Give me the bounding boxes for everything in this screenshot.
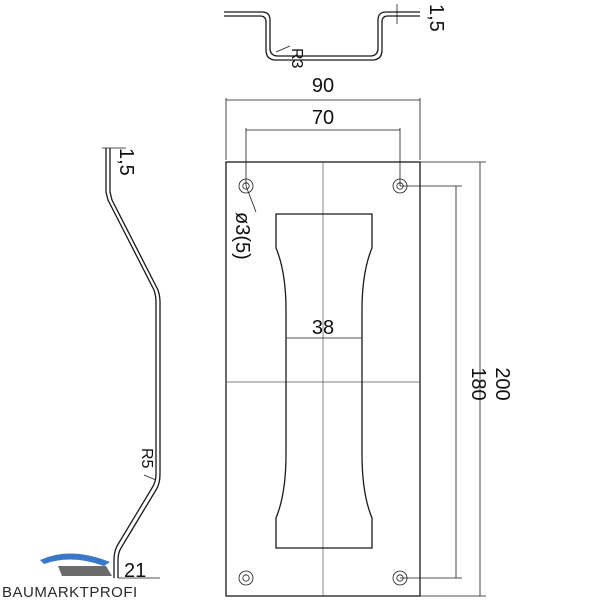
hole-spacing-height-label: 180: [467, 367, 489, 400]
hole-diameter-label: ø3(5): [231, 212, 253, 260]
grip-recess-outline: [275, 213, 373, 549]
bend-radius-top-label: R3: [288, 48, 305, 69]
logo-swoosh-blue: [40, 553, 110, 566]
thickness-side-label: 1,5: [115, 148, 137, 176]
brand-logo: BAUMARKTPROFI: [2, 553, 138, 600]
depth-label: 21: [124, 560, 146, 582]
logo-text: BAUMARKTPROFI: [2, 584, 138, 600]
hole-spacing-width-label: 70: [312, 107, 334, 129]
overall-width-label: 90: [312, 75, 334, 97]
r3-leader: [275, 45, 291, 53]
overall-height-label: 200: [491, 367, 513, 400]
top-section-view: [224, 4, 420, 61]
r5-leader: [143, 474, 157, 481]
hole-diameter-leader: [245, 185, 257, 213]
front-plate-view: [225, 98, 486, 597]
logo-swoosh-gray: [58, 566, 112, 576]
side-profile-view: [102, 147, 161, 579]
mounting-hole-bottom-left: [238, 570, 254, 586]
thickness-top-label: 1,5: [425, 4, 447, 32]
bend-radius-side-label: R5: [138, 448, 155, 469]
grip-width-label: 38: [312, 317, 334, 339]
